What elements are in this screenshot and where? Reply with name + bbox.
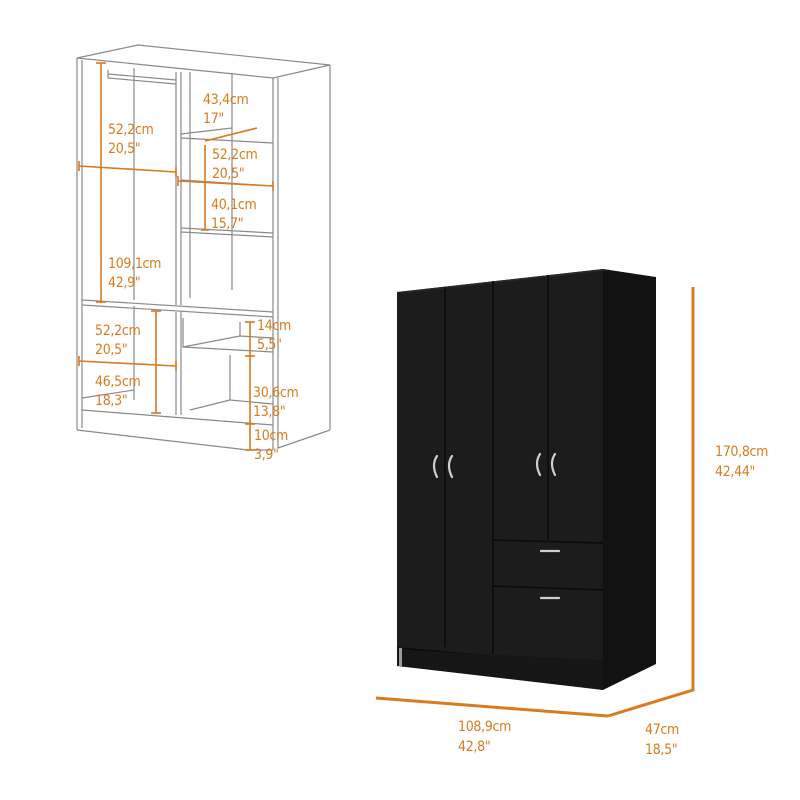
dim-base-height: 10cm 3,9" [254, 427, 288, 465]
dim-imperial: 42,44" [715, 464, 756, 480]
dim-imperial: 20,5" [108, 141, 141, 157]
dim-hanging-height: 109,1cm 42,9" [108, 255, 161, 293]
dim-overall-depth: 47cm 18,5" [645, 720, 679, 760]
dim-metric: 46,5cm [95, 374, 141, 390]
dim-metric: 43,4cm [203, 92, 249, 108]
door-handle-4 [550, 452, 557, 477]
door-handle-2 [447, 454, 454, 479]
dim-metric: 109,1cm [108, 256, 162, 272]
dim-imperial: 18,3" [95, 393, 128, 409]
dim-metric: 14cm [257, 318, 292, 334]
dim-metric: 40,1cm [211, 197, 257, 213]
dim-lower-left-width: 52,2cm 20,5" [95, 322, 141, 360]
dim-imperial: 5,5" [257, 337, 282, 353]
wardrobe-side-panel [603, 269, 656, 690]
dim-imperial: 3,9" [254, 447, 279, 463]
dim-metric: 108,9cm [458, 719, 512, 735]
dim-overall-width: 108,9cm 42,8" [458, 717, 511, 757]
dim-lower-drawer-height: 30,6cm 13,8" [253, 384, 299, 422]
dim-metric: 170,8cm [715, 444, 769, 460]
dim-imperial: 17" [203, 111, 224, 127]
dim-imperial: 20,5" [95, 342, 128, 358]
dim-upper-shelf-gap: 40,1cm 15,7" [211, 196, 257, 234]
dim-imperial: 42,8" [458, 739, 491, 755]
width-dimension-line [375, 696, 609, 718]
dim-shelf-depth: 43,4cm 17" [203, 91, 249, 129]
dim-metric: 10cm [254, 428, 289, 444]
dim-drawer-height: 14cm 5,5" [257, 317, 291, 355]
dim-metric: 52,2cm [108, 122, 154, 138]
dim-imperial: 18,5" [645, 742, 678, 758]
door-handle-1 [432, 454, 439, 479]
wardrobe-front [397, 269, 603, 690]
dim-imperial: 13,8" [253, 404, 286, 420]
dim-overall-height: 170,8cm 42,44" [715, 442, 768, 482]
dim-right-section-width: 52,2cm 20,5" [212, 146, 258, 184]
dim-lower-left-height: 46,5cm 18,3" [95, 373, 141, 411]
dim-metric: 47cm [645, 722, 680, 738]
dim-imperial: 42,9" [108, 275, 141, 291]
dim-metric: 52,2cm [212, 147, 258, 163]
door-handle-3 [535, 452, 542, 477]
dim-metric: 30,6cm [253, 385, 299, 401]
dim-rail-width: 52,2cm 20,5" [108, 121, 154, 159]
dim-imperial: 15,7" [211, 216, 244, 232]
dim-metric: 52,2cm [95, 323, 141, 339]
dim-imperial: 20,5" [212, 166, 245, 182]
height-dimension-line [607, 287, 695, 718]
